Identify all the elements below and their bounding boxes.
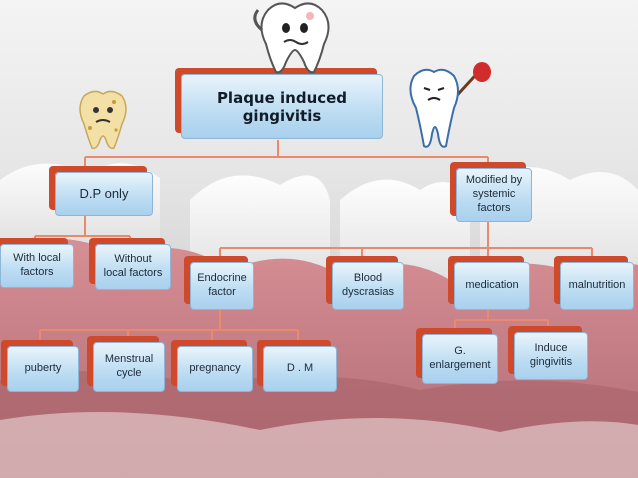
node-induce-gingivitis: Induce gingivitis — [514, 332, 588, 380]
node-puberty: puberty — [7, 346, 79, 392]
node-with-local-factors: With local factors — [0, 244, 74, 288]
node-blood-dyscrasias: Blood dyscrasias — [332, 262, 404, 310]
node-medication: medication — [454, 262, 530, 310]
node-without-local-factors: Without local factors — [95, 244, 171, 290]
node-g-enlargement: G. enlargement — [422, 334, 498, 384]
decayed-tooth-icon — [79, 90, 127, 150]
node-pregnancy: pregnancy — [177, 346, 253, 392]
tooth-with-bindle-icon — [409, 62, 491, 148]
node-menstrual-cycle: Menstrual cycle — [93, 342, 165, 392]
node-diabetes-mellitus: D . M — [263, 346, 337, 392]
node-plaque-induced-gingivitis: Plaque induced gingivitis — [181, 74, 383, 139]
node-malnutrition: malnutrition — [560, 262, 634, 310]
worried-tooth-icon — [253, 2, 330, 74]
node-modified-by-systemic-factors: Modified by systemic factors — [456, 168, 532, 222]
node-dp-only: D.P only — [55, 172, 153, 216]
node-endocrine-factor: Endocrine factor — [190, 262, 254, 310]
